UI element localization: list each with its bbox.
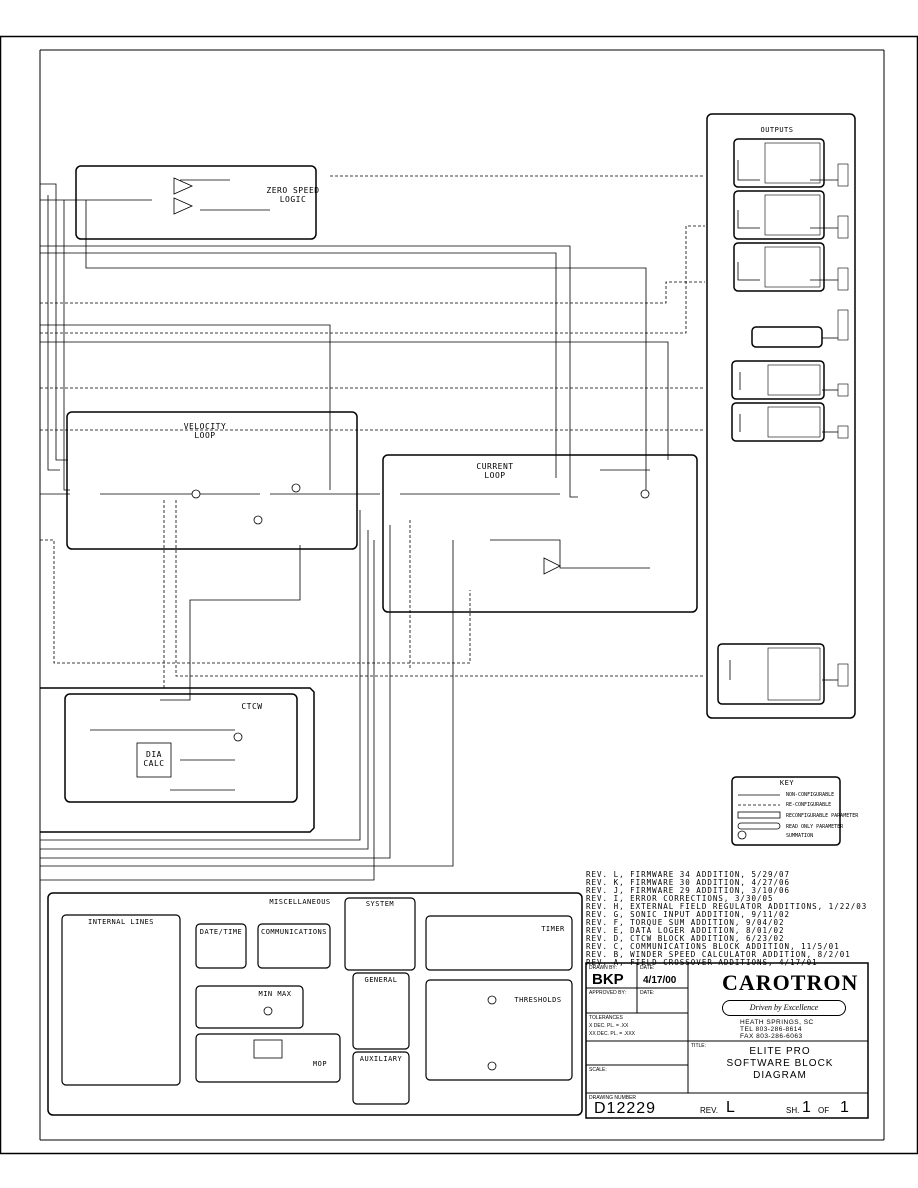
tolerance-1: X DEC. PL. = .XX (589, 1023, 629, 1029)
approved-by-label: APPROVED BY: (589, 990, 626, 996)
min-max-label: MIN MAX (258, 990, 292, 998)
revision-line: REV. A, FIELD CROSSOVER ADDITIONS, 4/17/… (586, 958, 818, 967)
key-item: RECONFIGURABLE PARAMETER (786, 813, 859, 819)
revision-line: REV. I, ERROR CORRECTIONS, 3/30/05 (586, 894, 774, 903)
revision-line: REV. J, FIRMWARE 29 ADDITION, 3/10/06 (586, 886, 791, 895)
current-loop-label: CURRENT LOOP (476, 462, 514, 480)
mop-label: MOP (312, 1060, 328, 1068)
tolerances-label: TOLERANCES (589, 1015, 623, 1021)
outputs-label: OUTPUTS (760, 126, 794, 134)
revision-line: REV. K, FIRMWARE 30 ADDITION, 4/27/06 (586, 878, 791, 887)
tolerance-2: XX DEC. PL. = .XXX (589, 1031, 635, 1037)
revision-line: REV. E, DATA LOGER ADDITION, 8/01/02 (586, 926, 785, 935)
company-logo: CAROTRON (722, 970, 859, 995)
revision-line: REV. H, EXTERNAL FIELD REGULATOR ADDITIO… (586, 902, 868, 911)
key-item: READ ONLY PARAMETER (786, 824, 844, 830)
revision-line: REV. L, FIRMWARE 34 ADDITION, 5/29/07 (586, 870, 791, 879)
drawing-title-3: DIAGRAM (753, 1070, 807, 1081)
ctcw-label: CTCW (241, 702, 263, 711)
drawn-by-value: BKP (592, 971, 624, 988)
sheet-label: SH. (786, 1106, 800, 1115)
date-time-label: DATE/TIME (199, 928, 243, 936)
revision-line: REV. G, SONIC INPUT ADDITION, 9/11/02 (586, 910, 791, 919)
general-label: GENERAL (364, 976, 398, 984)
revision-line: REV. D, CTCW BLOCK ADDITION, 6/23/02 (586, 934, 785, 943)
date2-label: DATE: (640, 990, 655, 996)
drawing-title-1: ELITE PRO (749, 1046, 811, 1057)
key-item: SUMMATION (786, 833, 814, 839)
revision-line: REV. B, WINDER SPEED CALCULATOR ADDITION… (586, 950, 851, 959)
system-label: SYSTEM (365, 900, 395, 908)
key-label: KEY (779, 779, 795, 787)
date-label: DATE: (640, 965, 655, 971)
miscellaneous-label: MISCELLANEOUS (269, 898, 331, 906)
drawn-by-label: DRAWN BY: (589, 965, 617, 971)
auxiliary-label: AUXILIARY (359, 1055, 403, 1063)
of-value: 1 (840, 1099, 849, 1116)
timer-label: TIMER (541, 925, 565, 933)
company-slogan: Driven by Excellence (722, 1000, 846, 1016)
key-item: RE-CONFIGURABLE (786, 802, 832, 808)
drawing-title-2: SOFTWARE BLOCK (726, 1058, 834, 1069)
company-phone: TEL 803-286-8614 (740, 1026, 802, 1033)
date-value: 4/17/00 (643, 975, 677, 986)
zero-speed-logic-label: ZERO SPEED LOGIC (266, 186, 320, 204)
company-fax: FAX 803-286-6063 (740, 1033, 803, 1040)
sheet-value: 1 (802, 1099, 811, 1116)
rev-value: L (726, 1099, 735, 1116)
velocity-loop-label: VELOCITY LOOP (183, 422, 227, 440)
of-label: OF (818, 1106, 830, 1115)
key-item: NON-CONFIGURABLE (786, 792, 835, 798)
communications-label: COMMUNICATIONS (260, 928, 327, 936)
revision-line: REV. C, COMMUNICATIONS BLOCK ADDITION, 1… (586, 942, 840, 951)
scale-label: SCALE: (589, 1067, 607, 1073)
internal-lines-label: INTERNAL LINES (87, 918, 154, 926)
title-label: TITLE: (691, 1043, 707, 1049)
drawing-number: D12229 (594, 1100, 657, 1117)
revision-line: REV. F, TORQUE SUM ADDITION, 9/04/02 (586, 918, 785, 927)
company-address: HEATH SPRINGS, SC (740, 1019, 814, 1026)
dia-calc-label: DIA CALC (143, 750, 165, 768)
thresholds-label: THRESHOLDS (514, 996, 562, 1004)
drawing-number-label: DRAWING NUMBER (589, 1095, 637, 1101)
rev-label: REV. (700, 1106, 718, 1115)
